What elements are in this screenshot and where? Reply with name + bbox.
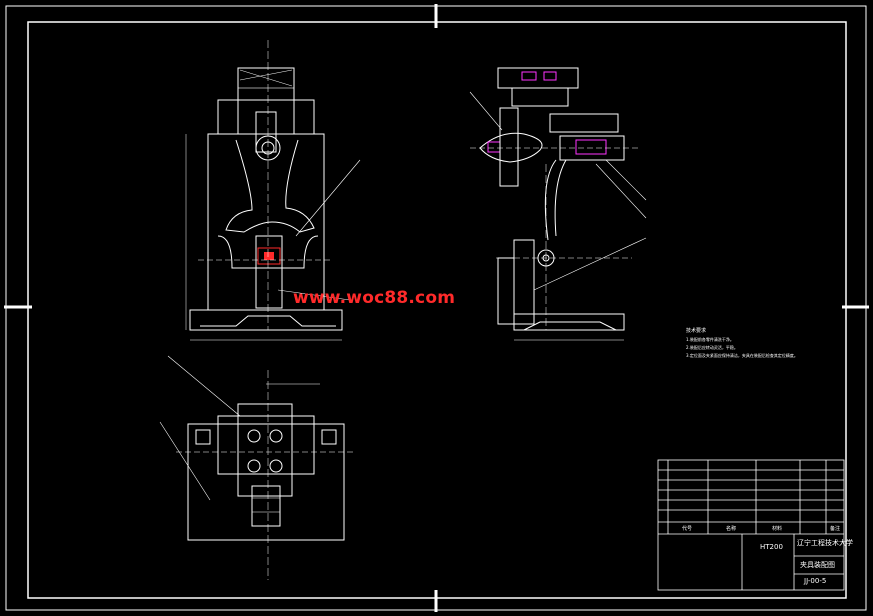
tb-header-code: 代号 — [682, 526, 693, 532]
tb-drawing-number: JJ-00-5 — [804, 577, 827, 585]
front-view — [185, 40, 361, 341]
tb-header-remark: 备注 — [830, 526, 841, 532]
notes-line-3: 3.定位面及夹紧面应保持清洁，夹具在装配后检查其定位精度。 — [686, 353, 798, 358]
tb-material-label: HT200 — [760, 543, 783, 551]
notes-line-2: 2.装配后应转动灵活，平稳。 — [686, 345, 738, 350]
tb-header-name: 名称 — [726, 526, 737, 532]
top-view — [159, 355, 356, 580]
tb-school: 辽宁工程技术大学 — [797, 539, 853, 547]
drawing-border — [4, 4, 869, 612]
watermark-text: www.woc88.com — [293, 288, 456, 308]
tb-drawing-name: 夹具装配图 — [800, 561, 835, 569]
title-block — [657, 459, 845, 591]
tb-header-material: 材料 — [772, 526, 783, 532]
notes-line-1: 1.装配前各零件清洗干净。 — [686, 337, 734, 342]
side-view — [469, 67, 647, 341]
notes-heading: 技术要求 — [686, 328, 707, 334]
